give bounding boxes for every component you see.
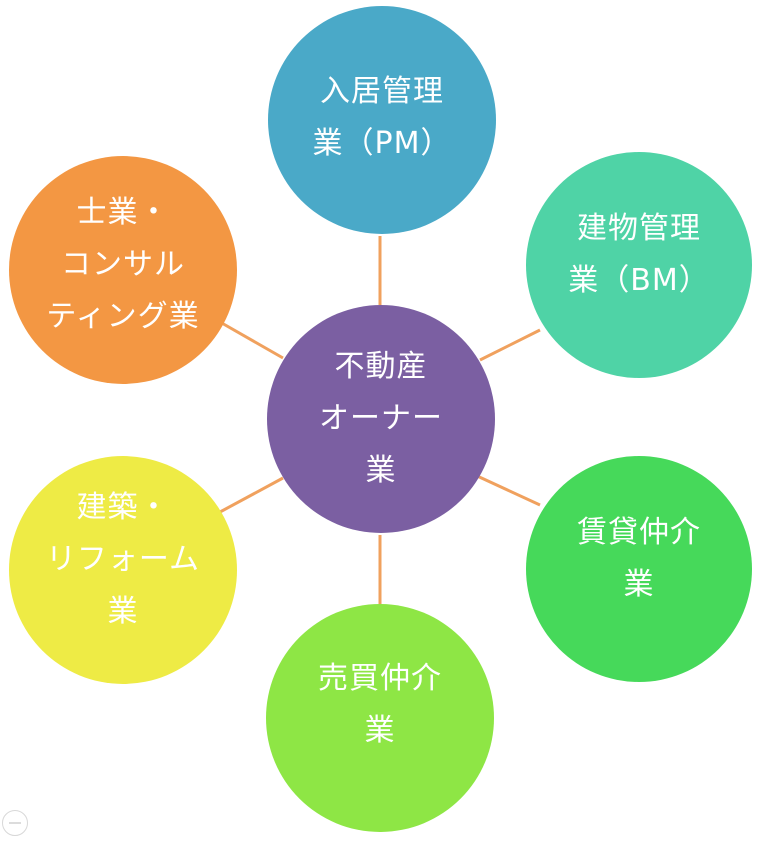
node-leasing-line: 業 (623, 567, 655, 602)
node-leasing: 賃貸仲介 業 (526, 456, 752, 682)
node-pm: 入居管理 業（PM） (268, 6, 496, 234)
connector-consulting (219, 320, 284, 360)
node-leasing-line: 賃貸仲介 (577, 515, 701, 550)
node-consulting-line: 士業・ (76, 195, 170, 230)
node-sales: 売買仲介 業 (266, 604, 494, 832)
node-bm-line: 業（BM） (568, 263, 710, 298)
node-center-line: 不動産 (334, 349, 428, 384)
node-bm-line: 建物管理 (577, 211, 701, 246)
node-sales-line: 業 (364, 713, 396, 748)
node-pm-line: 業（PM） (312, 126, 452, 161)
node-center-line: オーナー (319, 401, 443, 436)
node-sales-line: 売買仲介 (318, 661, 442, 696)
node-consulting-line: ティング業 (46, 299, 200, 334)
connector-bm (479, 328, 541, 362)
connector-reform (219, 476, 284, 514)
corner-badge-icon (2, 810, 28, 836)
node-bm: 建物管理 業（BM） (526, 152, 752, 378)
node-consulting-line: コンサル (61, 247, 185, 282)
node-reform-line: 業 (107, 594, 139, 629)
node-consulting: 士業・ コンサル ティング業 (9, 156, 237, 384)
node-center-owner: 不動産 オーナー 業 (267, 305, 495, 533)
node-reform-line: 建築・ (76, 490, 170, 525)
node-reform-line: リフォーム (45, 542, 201, 577)
node-reform: 建築・ リフォーム 業 (9, 456, 237, 684)
node-pm-line: 入居管理 (320, 74, 444, 109)
node-center-line: 業 (365, 453, 397, 488)
connector-leasing (474, 473, 541, 507)
